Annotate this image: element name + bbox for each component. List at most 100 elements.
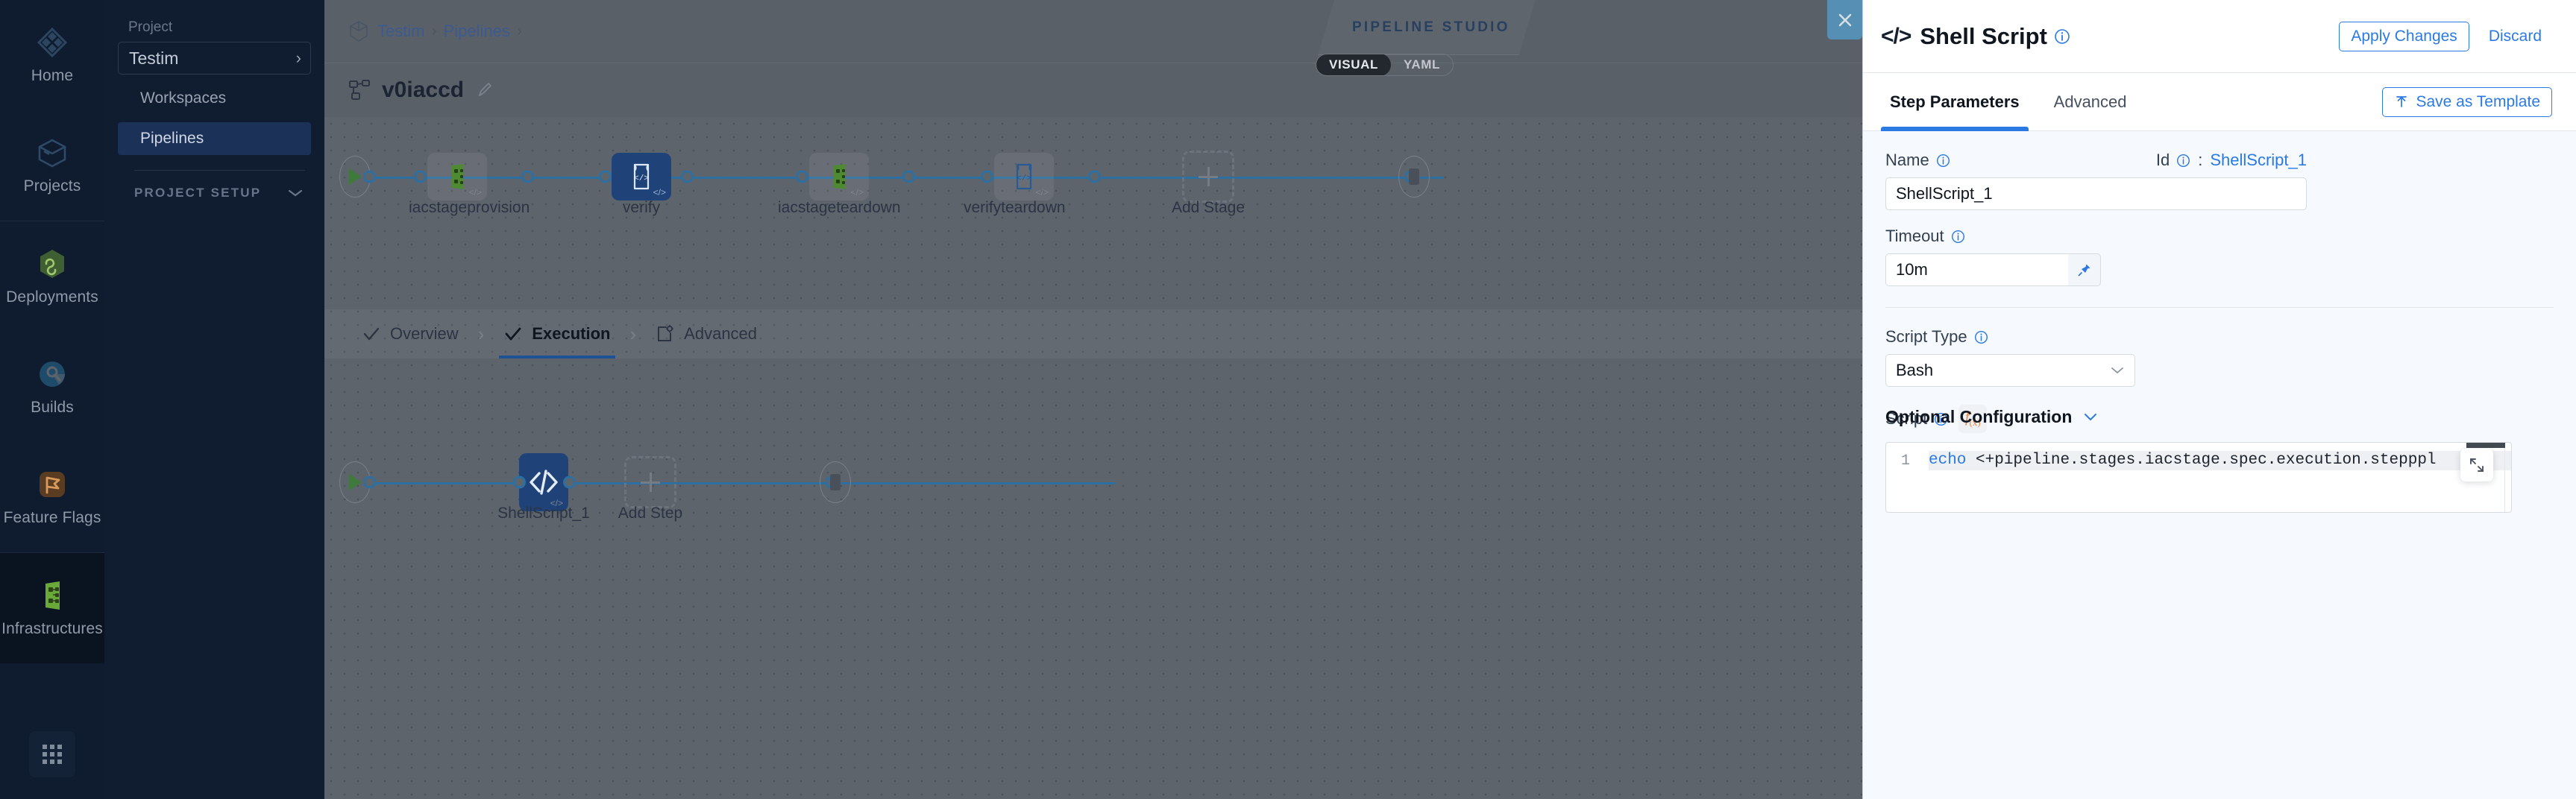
expression-fx-button[interactable]: f(x) [1958, 405, 1988, 433]
check-icon [505, 327, 521, 341]
port [363, 170, 376, 183]
section-divider [1885, 307, 2554, 308]
info-icon[interactable] [1934, 412, 1948, 426]
breadcrumb-separator-trailing: › [516, 22, 522, 40]
svg-text:</>: </> [1017, 174, 1031, 183]
upload-icon [2396, 95, 2407, 107]
home-diamond-icon [37, 27, 68, 58]
visual-yaml-toggle[interactable]: VISUAL YAML [1316, 54, 1454, 76]
drawer-title: Shell Script [1920, 22, 2047, 49]
tab-advanced[interactable]: Advanced [639, 309, 773, 359]
toggle-option-visual[interactable]: VISUAL [1316, 54, 1391, 75]
project-picker[interactable]: Testim › [118, 42, 311, 75]
rail-item-feature-flags[interactable]: Feature Flags [0, 442, 104, 552]
tab-separator: › [477, 322, 485, 345]
sidebar-item-pipelines[interactable]: Pipelines [118, 122, 311, 155]
timeout-label-text: Timeout [1885, 227, 1944, 245]
info-icon[interactable] [2176, 154, 2190, 168]
script-type-select[interactable]: Bash [1885, 354, 2135, 387]
infrastructure-icon [834, 164, 846, 189]
discard-button[interactable]: Discard [2483, 22, 2548, 51]
add-step-button[interactable] [624, 456, 676, 508]
rail-item-home[interactable]: Home [0, 0, 104, 110]
line-number: 1 [1901, 452, 1911, 470]
optional-configuration-label: Optional Configuration [1885, 407, 2073, 426]
plus-icon-vertical [1207, 167, 1210, 186]
id-label: Id [2155, 151, 2170, 169]
chevron-down-icon [2111, 367, 2123, 374]
breadcrumb-item-pipelines[interactable]: Pipelines [443, 22, 510, 40]
close-icon [1838, 13, 1851, 26]
sidebar-item-workspaces[interactable]: Workspaces [118, 82, 311, 115]
execution-end-node[interactable] [820, 461, 851, 503]
project-setup-section[interactable]: PROJECT SETUP [134, 186, 304, 200]
rail-label: Home [31, 67, 74, 84]
tab-execution[interactable]: Execution [487, 309, 626, 359]
advanced-gear-icon [658, 324, 674, 341]
page-title: v0iaccd [382, 77, 465, 102]
app-grid-icon[interactable] [29, 731, 75, 777]
pipeline-end-node[interactable] [1398, 156, 1430, 198]
svg-text:</>: </> [634, 174, 649, 183]
step-node-label: ShellScript_1 [497, 505, 590, 522]
rail-item-infrastructures[interactable]: Infrastructures [0, 553, 104, 663]
play-icon [348, 168, 362, 185]
name-label: Name [1885, 151, 1950, 170]
stop-icon [830, 474, 841, 490]
info-icon[interactable] [1936, 154, 1950, 168]
project-setup-label: PROJECT SETUP [134, 186, 262, 200]
tab-overview[interactable]: Overview [345, 309, 475, 359]
project-nav-panel: Project Testim › Workspaces Pipelines PR… [104, 0, 324, 799]
stage-node-label: verifyteardown [964, 199, 1066, 216]
expand-icon[interactable] [2460, 449, 2493, 481]
toggle-option-yaml[interactable]: YAML [1403, 57, 1440, 72]
breadcrumb-item-testim[interactable]: Testim [377, 22, 425, 40]
apply-changes-button[interactable]: Apply Changes [2339, 21, 2469, 51]
tab-step-parameters[interactable]: Step Parameters [1881, 73, 2029, 131]
port [902, 170, 915, 183]
code-line-1: echo <+pipeline.stages.iacstage.spec.exe… [1929, 451, 2511, 470]
cube-icon [38, 139, 66, 168]
project-caption: Project [128, 19, 173, 35]
name-input[interactable] [1885, 177, 2307, 210]
rail-item-builds[interactable]: Builds [0, 332, 104, 442]
code-badge-icon: </> [468, 187, 482, 198]
port [363, 476, 376, 489]
stage-node-iacstageprovision[interactable]: </> [427, 153, 487, 200]
pin-icon[interactable] [2068, 253, 2101, 286]
sidebar-item-label: Pipelines [140, 130, 204, 147]
stage-node-verifyteardown[interactable]: </> </> [994, 153, 1054, 200]
port [563, 476, 576, 489]
id-value[interactable]: ShellScript_1 [2210, 151, 2307, 169]
editor-scrollbar[interactable] [2466, 443, 2505, 448]
tab-advanced[interactable]: Advanced [2045, 73, 2136, 131]
rail-item-projects[interactable]: Projects [0, 110, 104, 221]
stop-icon [1409, 168, 1419, 185]
code-rest: <+pipeline.stages.iacstage.spec.executio… [1966, 452, 2408, 469]
stage-node-iacstageteardown[interactable]: </> [809, 153, 869, 200]
pipeline-studio-label: PIPELINE STUDIO [1352, 19, 1510, 35]
close-drawer-button[interactable] [1827, 0, 1862, 40]
rail-label: Infrastructures [1, 620, 103, 637]
port [1088, 170, 1101, 183]
script-code-editor[interactable]: 1 echo <+pipeline.stages.iacstage.spec.e… [1885, 442, 2512, 513]
add-stage-button[interactable] [1182, 151, 1234, 203]
port [521, 170, 534, 183]
chevron-down-icon [288, 189, 303, 197]
info-icon[interactable] [2054, 28, 2070, 45]
pin-glyph-icon [2078, 264, 2090, 277]
info-icon[interactable] [1951, 230, 1965, 244]
build-pie-icon [40, 361, 65, 387]
edit-pencil-icon[interactable] [476, 81, 494, 99]
code-badge-icon: </> [850, 187, 864, 198]
project-picker-name: Testim [129, 48, 179, 68]
timeout-input[interactable] [1885, 253, 2068, 286]
step-node-shellscript[interactable]: </> [519, 453, 568, 511]
save-as-template-button[interactable]: Save as Template [2382, 86, 2552, 117]
code-badge-icon: </> [653, 187, 666, 198]
info-icon[interactable] [1974, 330, 1988, 344]
optional-configuration-toggle[interactable]: Optional Configuration [1885, 407, 2099, 427]
rail-item-deployments[interactable]: Deployments [0, 221, 104, 332]
stage-node-verify[interactable]: </> </> [612, 153, 671, 200]
shell-script-icon: </> [633, 163, 650, 190]
